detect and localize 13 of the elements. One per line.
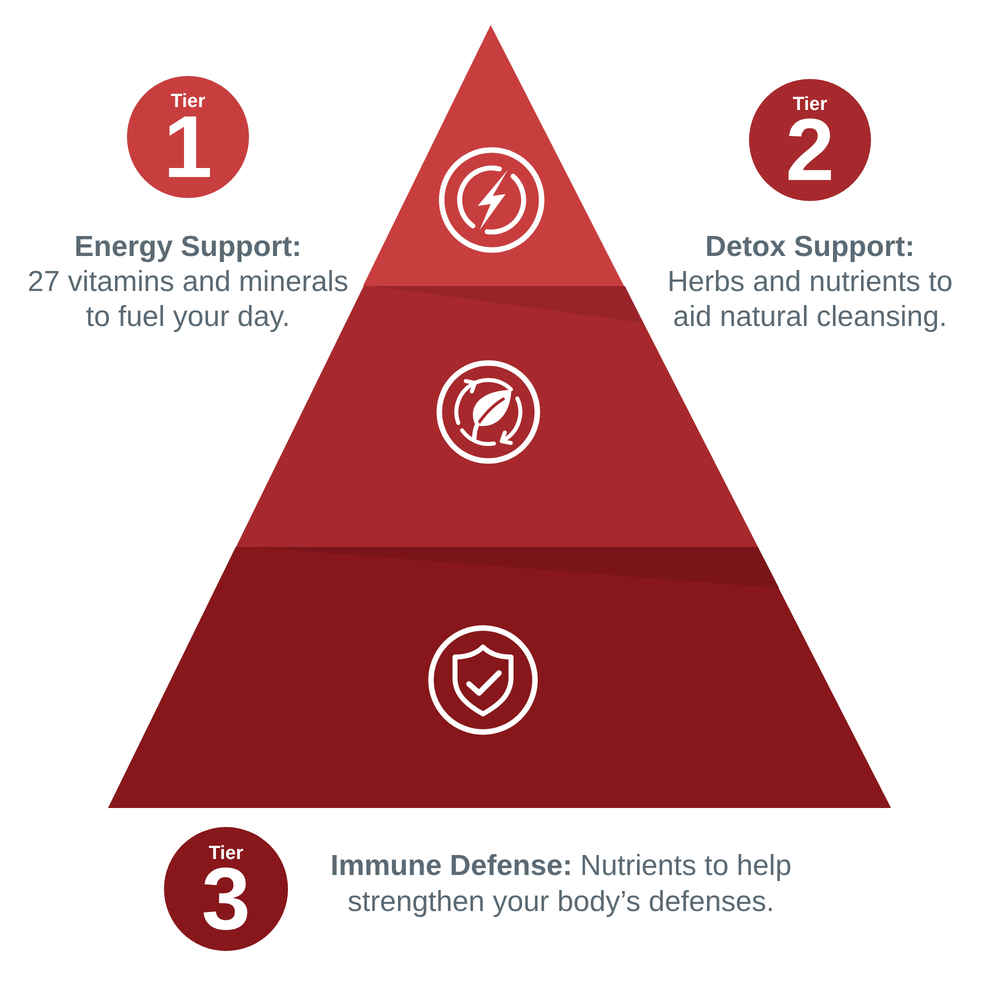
pyramid-tier	[108, 547, 891, 808]
tier-description: 27 vitamins and minerals to fuel your day.	[26, 265, 350, 335]
pyramid-tier	[363, 25, 624, 286]
tier-number: 3	[202, 864, 250, 934]
tier-label: Tier	[170, 92, 206, 112]
tier-label: Tier	[792, 95, 828, 115]
tier-number: 1	[164, 112, 212, 182]
tier-heading: Detox Support:	[704, 230, 916, 265]
tier-label: Tier	[208, 844, 244, 864]
tier-heading: Energy Support:	[73, 230, 303, 265]
tier-number: 2	[786, 115, 834, 185]
tier-description: Immune Defense: Nutrients to help strengthen your body’s defenses.	[330, 849, 792, 920]
tier-description: Herbs and nutrients to aid natural cleansing.	[666, 265, 954, 335]
